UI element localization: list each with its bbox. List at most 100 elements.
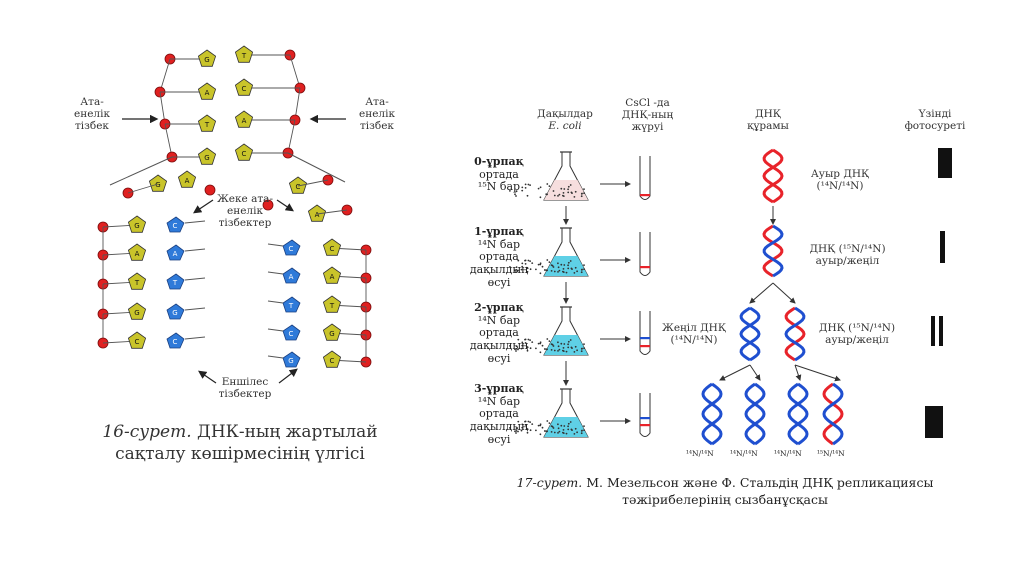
culture-dot (560, 424, 563, 427)
base-shape (322, 350, 342, 368)
base-shape (177, 170, 197, 188)
culture-dot (563, 264, 566, 266)
culture-dot (539, 263, 542, 266)
culture-dot (529, 421, 531, 423)
base-letter: T (204, 121, 210, 129)
culture-dot (515, 430, 518, 432)
culture-dot (574, 427, 577, 430)
culture-dot (581, 268, 583, 271)
backbone-line (127, 183, 159, 194)
culture-dot (543, 430, 546, 432)
culture-dot (552, 190, 555, 192)
culture-dot (550, 431, 553, 433)
helix-light-gen2 (739, 306, 761, 362)
culture-dot (583, 192, 585, 195)
daughter-base (166, 273, 185, 290)
culture-dot (562, 431, 564, 434)
base-letter: G (288, 357, 293, 365)
gen3-label-1: ¹⁴N/¹⁴N (686, 449, 714, 458)
culture-dot (537, 187, 540, 190)
culture-dot (531, 423, 534, 425)
culture-dot (560, 263, 563, 266)
helix-gen3-1 (701, 382, 723, 446)
culture-dot (539, 433, 542, 436)
culture-dot (524, 263, 527, 265)
base-shape (197, 147, 217, 165)
culture-dot (557, 432, 559, 434)
culture-dot (548, 261, 551, 263)
culture-dot (548, 340, 551, 342)
base-shape (322, 266, 342, 284)
col-photo-header: Үзінді фотосуреті (904, 108, 966, 133)
helix-heavy (762, 148, 784, 204)
culture-dot (557, 195, 559, 197)
culture-dot (562, 192, 565, 194)
photo-band-gen2-a (931, 316, 935, 346)
culture-dot (553, 194, 556, 197)
culture-dot (573, 351, 576, 353)
culture-dot (526, 270, 529, 273)
base-letter: G (155, 181, 160, 189)
base-letter: C (173, 338, 178, 346)
culture-dot (567, 422, 570, 425)
phosphate-dot (204, 184, 216, 196)
base-letter: C (289, 245, 294, 253)
culture-dot (562, 268, 565, 270)
culture-dot (581, 429, 583, 432)
culture-dot (565, 432, 568, 435)
backbone-line (109, 156, 173, 186)
gen3-label-4: ¹⁵N/¹⁴N (817, 449, 845, 458)
tube-gen0 (639, 156, 651, 200)
culture-dot (529, 347, 532, 350)
culture-dot (580, 432, 583, 435)
culture-dot (583, 347, 585, 350)
base-letter: A (205, 89, 210, 97)
photo-band-gen3 (925, 406, 943, 438)
culture-dot (550, 349, 553, 351)
base-letter: A (185, 177, 190, 185)
backbone-line (287, 119, 296, 154)
culture-dot (524, 183, 527, 186)
culture-dot (517, 259, 520, 262)
base-letter: C (242, 150, 247, 158)
helix-strand (762, 224, 784, 278)
culture-dot (581, 347, 583, 350)
culture-dot (562, 349, 564, 352)
culture-dot (583, 429, 585, 432)
base-letter: C (242, 85, 247, 93)
culture-dot (509, 427, 511, 429)
culture-dot (565, 350, 568, 353)
culture-dot (573, 272, 576, 274)
backbone-line (267, 328, 284, 332)
base-shape (197, 114, 217, 132)
culture-dot (524, 342, 527, 344)
daughter-base (282, 351, 301, 368)
culture-dot (553, 270, 556, 273)
culture-dot (567, 340, 570, 343)
base-letter: C (330, 245, 335, 253)
culture-dot (569, 339, 572, 341)
base-letter: C (135, 338, 140, 346)
flow-arrow (749, 282, 774, 304)
culture-dot (535, 429, 537, 432)
culture-dot (529, 268, 532, 271)
daughter-base (166, 216, 185, 233)
base-letter: T (288, 302, 294, 310)
culture-dot (548, 185, 551, 188)
culture-dot (515, 350, 517, 352)
helix-hybrid-gen1 (762, 224, 784, 278)
culture-dot (531, 341, 534, 343)
base-letter: T (241, 52, 247, 60)
single-parent-strands-label: Жеке ата- енелік тізбектер (216, 193, 273, 230)
culture-dot (526, 346, 529, 349)
culture-dot (539, 186, 542, 189)
culture-dot (560, 187, 563, 190)
backbone-line (184, 307, 206, 311)
culture-dot (567, 343, 569, 346)
backbone-line (289, 54, 301, 89)
base-shape (234, 45, 254, 63)
hybrid-dna-label-gen2: ДНҚ (¹⁵N/¹⁴N) ауыр/жеңіл (818, 322, 896, 347)
culture-dot (515, 271, 517, 273)
pointer-arrow (193, 199, 214, 214)
